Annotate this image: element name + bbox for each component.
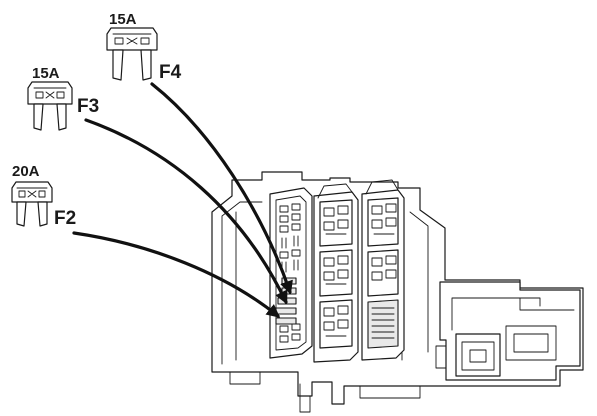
arrow-f4 [150,82,293,295]
relay-column-1 [313,183,359,363]
fuse-strip [269,187,313,359]
fuse-f4-label: F4 [159,62,182,83]
fuse-f2-icon [11,181,53,227]
relay-column-2 [361,179,405,361]
fuse-f4-icon [106,27,158,81]
fuse-f3-rating: 15A [32,65,60,82]
fuse-f4-rating: 15A [109,11,137,28]
fuse-f3-icon [27,81,73,131]
arrow-f2 [72,231,281,318]
fuse-f3-label: F3 [77,96,99,117]
arrow-f3 [84,118,288,305]
fuse-f2-label: F2 [54,208,76,229]
fuse-f2-rating: 20A [12,163,40,180]
